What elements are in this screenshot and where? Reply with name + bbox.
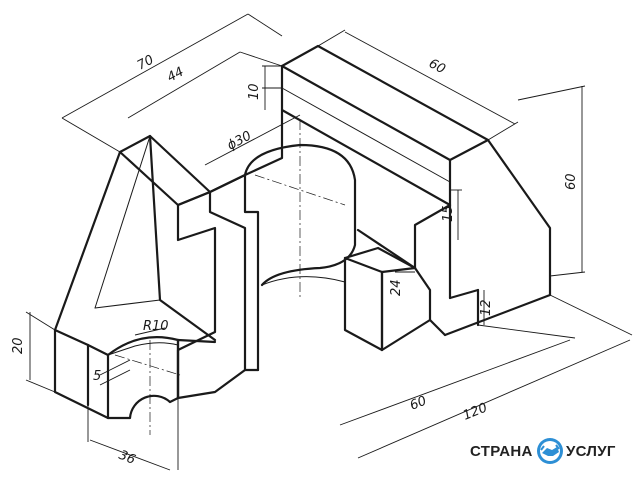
dim-24: 24 bbox=[389, 279, 404, 296]
dim-36: 36 bbox=[117, 448, 138, 468]
dim-12: 12 bbox=[479, 299, 494, 316]
handshake-icon bbox=[537, 438, 563, 464]
left-column-front-edge bbox=[53, 150, 122, 420]
dim-r10: R10 bbox=[143, 319, 169, 334]
dim-60-right: 60 bbox=[564, 173, 579, 190]
right-rear-block bbox=[443, 138, 552, 337]
dim-120: 120 bbox=[461, 401, 490, 424]
hole-phi30 bbox=[243, 143, 357, 287]
dim-20: 20 bbox=[11, 337, 26, 354]
front-base-block bbox=[106, 338, 217, 420]
logo-right-text: УСЛУГ bbox=[566, 443, 616, 460]
dimension-labels: 70 44 60 10 ϕ30 60 15 24 12 20 R10 5 60 … bbox=[11, 53, 579, 468]
dimension-lines bbox=[25, 13, 633, 471]
left-column-top-face bbox=[118, 134, 212, 207]
dim-60-top: 60 bbox=[426, 56, 448, 77]
dim-10: 10 bbox=[247, 83, 262, 100]
part-outline bbox=[53, 44, 552, 435]
dim-15: 15 bbox=[441, 205, 456, 222]
dim-phi30: ϕ30 bbox=[225, 128, 254, 153]
dim-70: 70 bbox=[135, 53, 157, 74]
logo-left-text: СТРАНА bbox=[470, 443, 533, 460]
dim-44: 44 bbox=[165, 65, 187, 86]
dim-5: 5 bbox=[93, 369, 101, 384]
rear-wall-top bbox=[280, 44, 490, 162]
hatched-section-right bbox=[343, 256, 384, 352]
hatched-section-left bbox=[176, 190, 247, 400]
dim-60-bottom: 60 bbox=[408, 394, 429, 414]
strana-uslug-logo: СТРАНА УСЛУГ bbox=[470, 438, 616, 464]
